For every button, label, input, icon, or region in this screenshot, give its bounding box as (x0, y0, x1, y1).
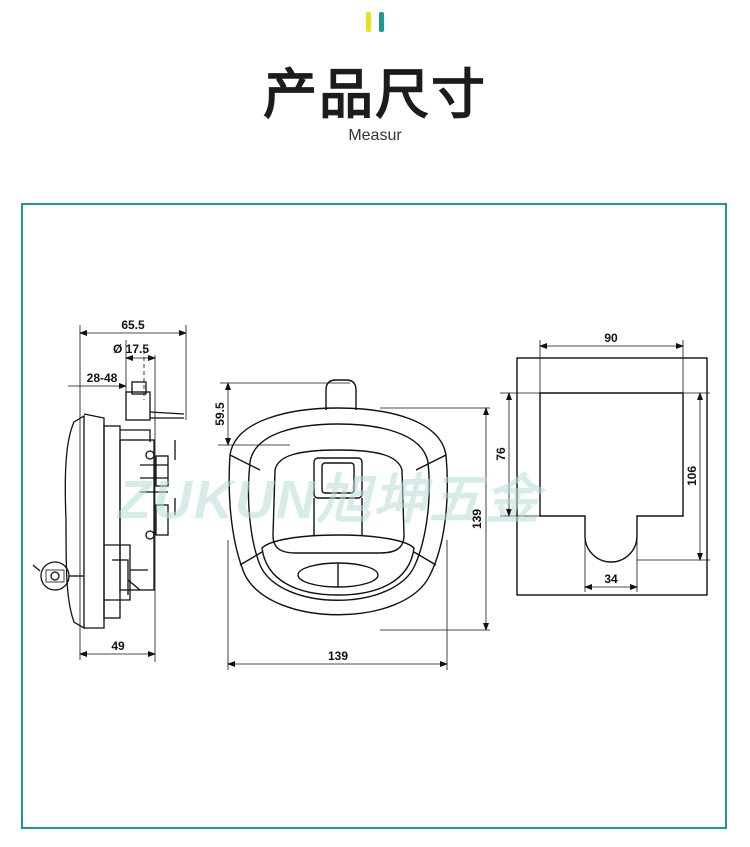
front-view (218, 379, 490, 670)
dim-cutout-notch: 34 (604, 572, 618, 586)
side-view (32, 325, 187, 662)
dim-front-width: 139 (328, 649, 348, 663)
dim-cutout-upper: 76 (494, 447, 508, 461)
page-title: 产品尺寸 (263, 63, 487, 126)
accent-bar-yellow (366, 12, 371, 32)
accent-bar-teal (379, 12, 384, 32)
cutout-view (500, 340, 710, 596)
dim-cutout-height: 106 (685, 466, 699, 486)
watermark-text: ZUKUN旭坤五金 (116, 470, 547, 530)
page-subtitle: Measur (348, 127, 402, 144)
dim-cutout-width: 90 (604, 331, 618, 345)
dim-side-diameter: Ø 17.5 (113, 342, 149, 356)
dim-side-range: 28-48 (87, 371, 118, 385)
dim-front-height: 139 (470, 509, 484, 529)
drawing-frame (21, 203, 727, 829)
dim-front-upper: 59.5 (213, 402, 227, 426)
dim-side-depth: 49 (111, 639, 125, 653)
dim-side-width: 65.5 (121, 318, 145, 332)
